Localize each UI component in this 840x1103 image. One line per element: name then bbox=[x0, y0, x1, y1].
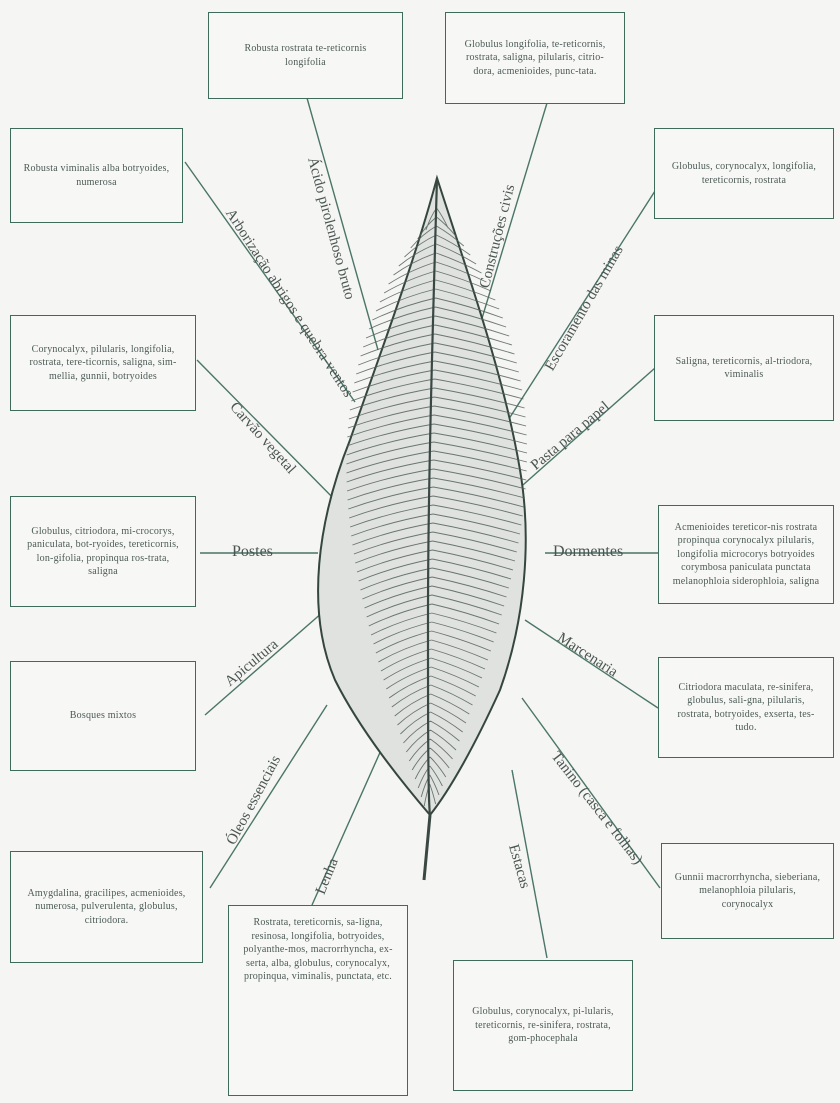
box-dormentes: Acmenioides tereticor-nis rostrata propi… bbox=[658, 505, 834, 604]
box-oleos: Amygdalina, gracilipes, acmenioides, num… bbox=[10, 851, 203, 963]
box-escoramento: Globulus, corynocalyx, longifolia, teret… bbox=[654, 128, 834, 219]
connector-oleos bbox=[210, 705, 327, 888]
connector-acido bbox=[307, 98, 378, 350]
box-apicultura: Bosques mixtos bbox=[10, 661, 196, 771]
box-marcenaria: Citriodora maculata, re-sinifera, globul… bbox=[658, 657, 834, 758]
label-dormentes: Dormentes bbox=[553, 543, 623, 561]
box-lenha: Rostrata, tereticornis, sa-ligna, resino… bbox=[228, 905, 408, 1096]
label-postes: Postes bbox=[232, 543, 273, 561]
box-pasta: Saligna, tereticornis, al-triodora, vimi… bbox=[654, 315, 834, 421]
box-arborizacao: Robusta viminalis alba botryoides, numer… bbox=[10, 128, 183, 223]
leaf-petiole bbox=[424, 815, 430, 880]
box-postes: Globulus, citriodora, mi-crocorys, panic… bbox=[10, 496, 196, 607]
box-carvao: Corynocalyx, pilularis, longifolia, rost… bbox=[10, 315, 196, 411]
box-acido: Robusta rostrata te-reticornis longifoli… bbox=[208, 12, 403, 99]
box-construcoes: Globulus longifolia, te-reticornis, rost… bbox=[445, 12, 625, 104]
box-tanino: Gunnii macrorrhyncha, sieberiana, melano… bbox=[661, 843, 834, 939]
box-estacas: Globulus, corynocalyx, pi-lularis, teret… bbox=[453, 960, 633, 1091]
